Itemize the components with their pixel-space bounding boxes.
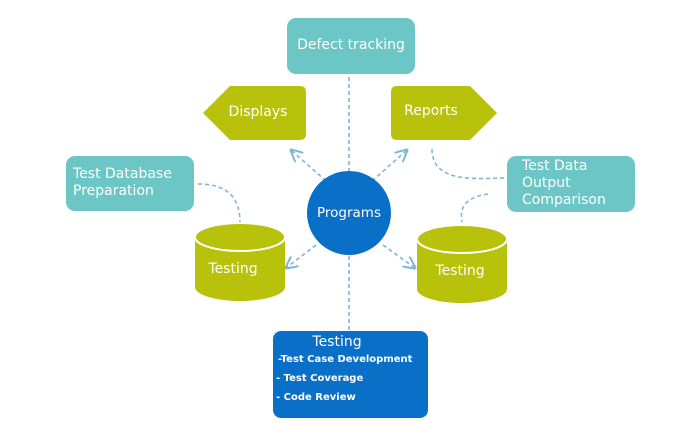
connector-output-comparison-testing (460, 193, 489, 223)
displays-shape (203, 86, 306, 140)
testing-box (273, 331, 428, 418)
arrow-to-testing-left (286, 244, 317, 268)
programs-label: Programs (317, 205, 381, 221)
testing-right-label: Testing (435, 263, 485, 279)
test-data-output-comparison-line-1: Test Data (522, 158, 588, 174)
arrow-to-displays (291, 150, 327, 182)
reports-label: Reports (404, 103, 458, 119)
test-data-output-comparison-label: Test Data Output Comparison (522, 158, 606, 209)
displays-label: Displays (228, 104, 288, 120)
test-database-preparation-line-1: Test Database (73, 166, 172, 182)
testing-left-label: Testing (208, 261, 258, 277)
test-database-preparation-line-2: Preparation (73, 183, 154, 199)
testing-box-item: - Test Coverage (276, 373, 364, 384)
test-data-output-comparison-line-2: Output (522, 175, 571, 191)
test-data-output-comparison-box (507, 156, 635, 212)
connector-reports-output-comparison (431, 148, 508, 180)
reports-shape (391, 86, 497, 140)
testing-box-items: -Test Case Development - Test Coverage -… (276, 350, 412, 407)
arrow-to-reports (371, 150, 407, 182)
defect-tracking-box (287, 18, 415, 74)
testing-box-title: Testing (312, 334, 362, 350)
arrow-to-testing-right (382, 244, 415, 268)
test-data-output-comparison-line-3: Comparison (522, 192, 606, 208)
test-database-preparation-label: Test Database Preparation (73, 166, 172, 200)
test-database-preparation-box (66, 156, 194, 211)
programs-circle (307, 171, 391, 255)
defect-tracking-label: Defect tracking (297, 37, 405, 53)
testing-cylinder-left (194, 222, 286, 301)
testing-box-item: -Test Case Development (278, 354, 413, 365)
testing-cylinder-right (416, 224, 508, 303)
connector-database-prep-testing (197, 183, 241, 224)
testing-box-item: - Code Review (276, 392, 356, 403)
